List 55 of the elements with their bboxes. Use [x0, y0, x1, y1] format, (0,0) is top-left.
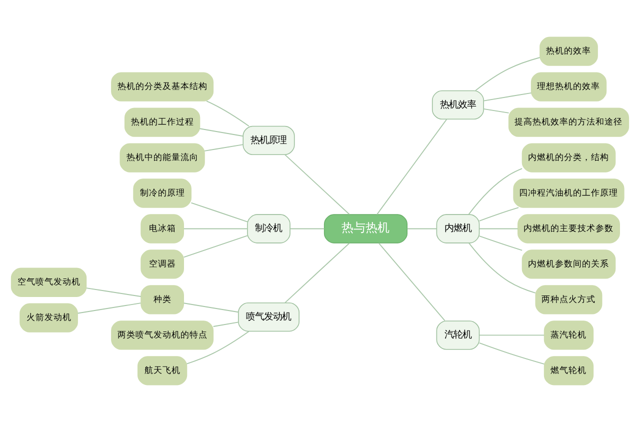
connector	[468, 242, 536, 294]
connector	[483, 92, 532, 102]
node-box: 汽轮机	[436, 320, 480, 350]
connector	[290, 228, 325, 230]
node-box: 燃气轮机	[544, 356, 594, 386]
node-box: 制冷机	[247, 214, 290, 244]
node-box: 热机的效率	[540, 36, 598, 66]
connector	[478, 342, 545, 365]
connector	[186, 330, 250, 364]
node-box: 内燃机	[436, 214, 480, 244]
node-box: 内燃机的主要技术参数	[518, 214, 620, 244]
node-box: 制冷的原理	[133, 178, 192, 208]
node-box: 热机的分类及基本结构	[111, 72, 214, 102]
node-box: 喷气发动机	[238, 302, 300, 332]
connector	[284, 154, 350, 215]
node-box: 种类	[140, 285, 184, 314]
node-box: 蒸汽轮机	[544, 320, 594, 350]
node-box: 电冰箱	[140, 214, 184, 244]
node-box: 火箭发动机	[20, 303, 78, 332]
connector	[478, 236, 523, 251]
connector	[183, 228, 248, 230]
connector	[86, 288, 142, 297]
connector	[190, 202, 248, 222]
connector	[183, 302, 239, 313]
node-box: 内燃机的分类，结构	[522, 143, 616, 172]
connector	[478, 228, 518, 230]
connector	[183, 235, 248, 258]
node-box: 热机效率	[432, 90, 484, 120]
node-box: 热机中的能量流向	[120, 143, 205, 172]
connector	[478, 207, 519, 222]
connector	[478, 334, 545, 336]
connector	[376, 118, 448, 216]
connector	[378, 242, 446, 322]
connector	[483, 108, 510, 114]
node-box: 热机原理	[242, 126, 295, 156]
node-box: 提高热机效率的方法和途径	[508, 108, 630, 137]
connector	[212, 322, 239, 327]
connector	[206, 100, 250, 127]
connector	[474, 57, 540, 92]
connector	[199, 128, 244, 137]
node-box: 内燃机参数间的关系	[522, 250, 616, 279]
node-box: 两种点火方式	[535, 285, 602, 314]
node-box: 空气喷气发动机	[10, 268, 87, 297]
node-box: 热机的工作过程	[124, 108, 200, 137]
connector	[468, 168, 522, 215]
node-box: 理想热机的效率	[530, 72, 607, 102]
node-box: 空调器	[140, 250, 184, 279]
node-box: 热与热机	[324, 214, 408, 244]
node-box: 四冲程汽油机的工作原理	[513, 178, 624, 208]
node-box: 两类喷气发动机的特点	[111, 320, 214, 350]
node-box: 航天飞机	[137, 356, 188, 386]
connector	[204, 144, 244, 152]
connector	[284, 242, 350, 304]
connector	[406, 228, 438, 230]
connector	[77, 302, 142, 314]
